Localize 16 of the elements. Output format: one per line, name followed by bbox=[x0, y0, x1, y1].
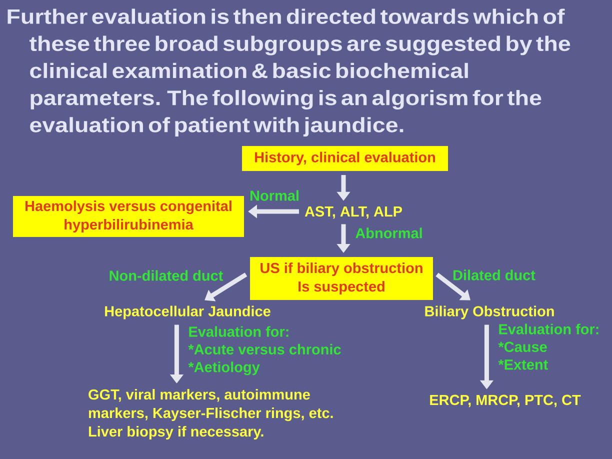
edge-label: Evaluation for: *Acute versus chronic *Aetiology bbox=[188, 326, 341, 376]
step-text: Hepatocellular Jaundice bbox=[105, 306, 270, 320]
process-box: US if biliary obstruction Is suspected bbox=[250, 257, 433, 300]
edge-label: Dilated duct bbox=[454, 270, 536, 280]
edge-label: Evaluation for: *Cause *Extent bbox=[498, 324, 598, 370]
edge-label: Non-dilated duct bbox=[110, 270, 224, 281]
step-text: ERCP, MRCP, PTC, CT bbox=[430, 394, 581, 408]
process-box: Haemolysis versus congenital hyperbilirubinemia bbox=[13, 196, 244, 237]
process-box: History, clinical evaluation bbox=[242, 146, 448, 171]
edge-label: Abnormal bbox=[356, 228, 422, 238]
step-text: AST, ALT, ALP bbox=[304, 206, 402, 219]
slide-title: Further evaluation is then directed towards which of these three broad subgroups are suggested by the clinical examination & basic biochemical parameters. The following is an algorism for the evaluation of patient with jaundice. bbox=[8, 8, 570, 136]
edge-label: Normal bbox=[250, 190, 298, 201]
step-text: GGT, viral markers, autoimmune markers, Kayser-Flischer rings, etc. Liver biopsy if necessary. bbox=[88, 389, 333, 440]
arrow bbox=[436, 272, 470, 300]
step-text: Biliary Obstruction bbox=[425, 306, 554, 320]
